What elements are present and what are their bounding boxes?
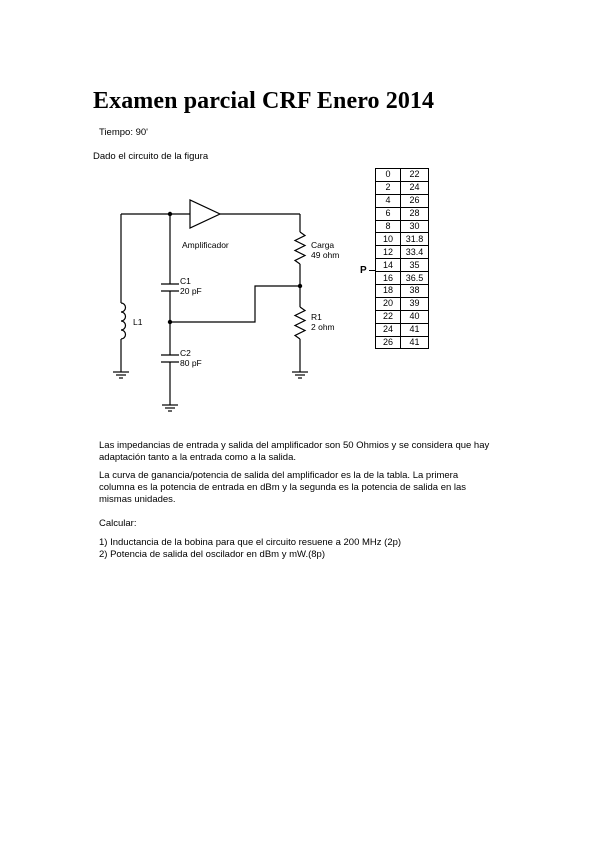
ground-l1 xyxy=(113,371,129,379)
input-power-cell: 16 xyxy=(375,271,401,286)
ground-r1 xyxy=(292,371,308,379)
junction-dot xyxy=(167,211,173,217)
input-power-cell: 20 xyxy=(375,296,401,311)
c2-label: C2 xyxy=(180,348,191,358)
carga-value: 49 ohm xyxy=(311,250,339,260)
output-power-cell: 31.8 xyxy=(400,232,429,247)
p-dash xyxy=(369,269,376,271)
input-power-cell: 14 xyxy=(375,258,401,273)
input-power-cell: 4 xyxy=(375,193,401,208)
output-power-cell: 30 xyxy=(400,219,429,234)
amplifier-label: Amplificador xyxy=(182,240,229,250)
intro-text: Dado el circuito de la figura xyxy=(93,151,209,162)
c2-value: 80 pF xyxy=(180,358,202,368)
output-power-cell: 40 xyxy=(400,309,429,324)
output-power-cell: 24 xyxy=(400,180,429,195)
c1-label: C1 xyxy=(180,276,191,286)
output-power-cell: 33.4 xyxy=(400,245,429,260)
junction-dot xyxy=(297,283,303,289)
tiempo-text: Tiempo: 90' xyxy=(99,127,148,138)
carga-label: Carga xyxy=(311,240,334,250)
l1-inductor xyxy=(120,302,127,340)
ground-c2 xyxy=(162,404,178,412)
r1-value: 2 ohm xyxy=(311,322,335,332)
input-power-cell: 26 xyxy=(375,335,401,350)
question-2: 2) Potencia de salida del oscilador en d… xyxy=(99,549,325,560)
input-power-cell: 24 xyxy=(375,322,401,337)
output-power-cell: 36.5 xyxy=(400,271,429,286)
output-power-cell: 41 xyxy=(400,335,429,350)
input-power-cell: 0 xyxy=(375,168,401,182)
calcular-text: Calcular: xyxy=(99,518,137,529)
output-power-cell: 26 xyxy=(400,193,429,208)
input-power-cell: 18 xyxy=(375,284,401,298)
input-power-cell: 10 xyxy=(375,232,401,247)
output-power-cell: 39 xyxy=(400,296,429,311)
output-power-cell: 22 xyxy=(400,168,429,182)
question-1: 1) Inductancia de la bobina para que el … xyxy=(99,537,402,548)
paragraph-impedance: Las impedancias de entrada y salida del … xyxy=(99,440,490,463)
amplifier-symbol xyxy=(189,199,222,229)
junction-dot xyxy=(167,319,173,325)
output-power-cell: 41 xyxy=(400,322,429,337)
p-label: P xyxy=(360,265,376,276)
c1-value: 20 pF xyxy=(180,286,202,296)
input-power-cell: 22 xyxy=(375,309,401,324)
input-power-cell: 2 xyxy=(375,180,401,195)
input-power-cell: 12 xyxy=(375,245,401,260)
input-power-cell: 8 xyxy=(375,219,401,234)
output-power-cell: 28 xyxy=(400,206,429,221)
feedback-wire xyxy=(170,285,300,323)
paragraph-gain-curve: La curva de ganancia/potencia de salida … xyxy=(99,470,467,505)
output-power-cell: 38 xyxy=(400,284,429,298)
output-power-cell: 35 xyxy=(400,258,429,273)
l1-label: L1 xyxy=(133,317,143,327)
carga-resistor xyxy=(293,231,307,265)
r1-resistor xyxy=(293,306,307,340)
r1-label: R1 xyxy=(311,312,322,322)
questions-list: 1) Inductancia de la bobina para que el … xyxy=(99,537,519,561)
page-title: Examen parcial CRF Enero 2014 xyxy=(93,88,435,114)
input-power-cell: 6 xyxy=(375,206,401,221)
